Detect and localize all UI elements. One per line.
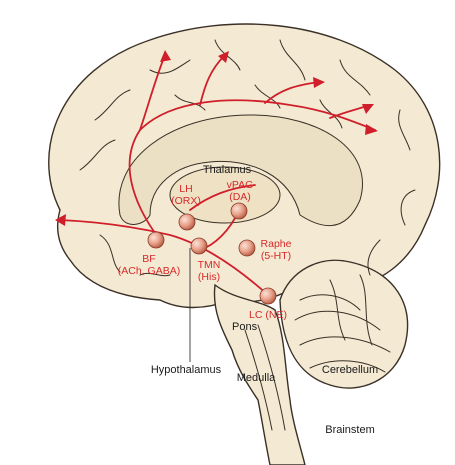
- bf-label-line2: (ACh, GABA): [118, 265, 180, 277]
- pathway-thalamic: [189, 184, 256, 211]
- arrowhead-5: [362, 104, 374, 114]
- raphe-nucleus[interactable]: [238, 239, 256, 257]
- thalamus-label: Thalamus: [203, 164, 252, 176]
- cerebellum-label: Cerebellum: [322, 364, 378, 376]
- arrowhead-1: [160, 50, 171, 62]
- raphe-label-line1: Raphe: [261, 238, 292, 250]
- vpag-label-line1: vPAG: [227, 179, 254, 191]
- raphe-label-line2: (5-HT): [261, 250, 291, 262]
- brainstem-fibers: [244, 324, 286, 431]
- vpag-label-line2: (DA): [229, 191, 251, 203]
- arrowhead-4: [365, 124, 378, 135]
- corpus-callosum: [118, 114, 363, 226]
- arrowhead-3: [313, 77, 325, 88]
- cerebrum: [48, 23, 441, 309]
- arrowhead-left: [55, 214, 66, 226]
- lh-label-line2: (ORX): [171, 195, 201, 207]
- pathway-main: [59, 219, 269, 296]
- lh-nucleus[interactable]: [178, 213, 196, 231]
- medulla-label: Medulla: [237, 372, 276, 384]
- hypothalamus-label: Hypothalamus: [151, 364, 222, 376]
- bf-nucleus[interactable]: [147, 231, 165, 249]
- thalamus-body: [169, 166, 281, 224]
- tmn-label-line1: TMN: [198, 259, 221, 271]
- lc-label: LC (NE): [249, 309, 287, 321]
- tmn-label-line2: (His): [198, 271, 220, 283]
- sulci: [79, 39, 416, 277]
- pathway-arc: [128, 99, 376, 241]
- nuclei: [147, 202, 277, 305]
- vpag-nucleus[interactable]: [230, 202, 248, 220]
- bf-label-line1: BF: [142, 253, 155, 265]
- pons-label: Pons: [232, 321, 258, 333]
- lc-nucleus[interactable]: [259, 287, 277, 305]
- pathway-branch-1: [139, 54, 166, 131]
- arrowhead-2: [218, 51, 229, 63]
- nucleus-labels: LH (ORX) vPAG (DA) BF (ACh, GABA) TMN (H…: [118, 179, 292, 321]
- cerebellum-folia: [294, 274, 391, 373]
- tmn-nucleus[interactable]: [190, 237, 208, 255]
- lh-label-line1: LH: [179, 183, 192, 195]
- brainstem-label: Brainstem: [325, 424, 375, 436]
- region-labels: Thalamus Hypothalamus Pons Medulla Cereb…: [151, 164, 378, 436]
- cerebellum: [279, 259, 409, 389]
- ascending-pathways: [55, 50, 378, 296]
